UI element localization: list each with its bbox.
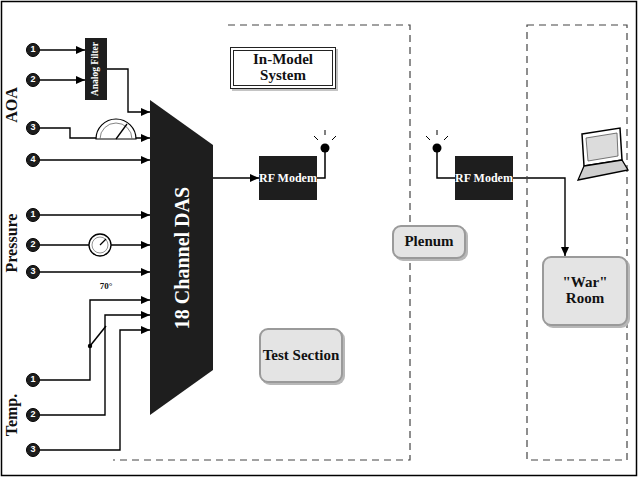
node-text: In-Model System — [234, 52, 332, 84]
callout-number: 3 — [26, 265, 40, 279]
in-model-region — [113, 25, 410, 460]
location-box: Plenum — [392, 225, 466, 259]
node-text: 1 — [30, 210, 35, 219]
war-room-region — [527, 25, 627, 460]
node-text: 3 — [30, 123, 35, 132]
node-text: Plenum — [404, 234, 453, 250]
group-label: AOA — [3, 87, 21, 123]
callout-number: 1 — [26, 208, 40, 222]
signal-arrow — [40, 300, 150, 380]
callout-number: 2 — [26, 73, 40, 87]
node-text: Test Section — [263, 348, 340, 364]
node-text: "War" Room — [544, 275, 626, 307]
signal-arrow — [40, 271, 150, 272]
signal-arrow — [40, 214, 150, 215]
node-text: 1 — [30, 45, 35, 54]
callout-number: 2 — [26, 408, 40, 422]
node-text: RF Modem — [455, 172, 513, 185]
callout-number: 1 — [26, 43, 40, 57]
signal-arrow — [40, 159, 150, 160]
signal-arrow — [213, 177, 259, 178]
node-text: 2 — [30, 240, 35, 249]
callout-number: 3 — [26, 121, 40, 135]
node-text: 1 — [30, 375, 35, 384]
signal-arrow — [513, 178, 565, 256]
modem-box: RF Modem — [259, 156, 317, 200]
signal-arrow — [107, 69, 150, 112]
node-text: 2 — [30, 75, 35, 84]
aoa-gauge — [96, 119, 136, 139]
pressure-gauge — [89, 234, 111, 256]
group-label: Temp. — [3, 394, 21, 437]
temperature-label: 70° — [100, 281, 113, 291]
location-box: "War" Room — [542, 256, 628, 326]
group-label: Pressure — [3, 214, 21, 273]
signal-arrow — [40, 79, 85, 80]
modem-box: RF Modem — [455, 156, 513, 200]
callout-number: 3 — [26, 443, 40, 457]
callout-number: 2 — [26, 238, 40, 252]
laptop-icon — [578, 128, 628, 180]
system-box: In-Model System — [230, 47, 336, 89]
location-box: Test Section — [259, 328, 343, 383]
node-text: 3 — [30, 267, 35, 276]
das-block: 18 Channel DAS — [150, 100, 213, 415]
signal-arrow — [40, 330, 150, 450]
callout-number: 1 — [26, 373, 40, 387]
node-text: 18 Channel DAS — [171, 103, 192, 412]
node-text: 3 — [30, 445, 35, 454]
signal-arrow — [40, 49, 85, 50]
filter-box: Analog Filter — [85, 38, 107, 100]
temperature-switch — [88, 326, 106, 348]
callout-number: 4 — [26, 153, 40, 167]
node-text: RF Modem — [259, 172, 317, 185]
node-text: 2 — [30, 410, 35, 419]
node-text: Analog Filter — [91, 41, 101, 97]
node-text: 4 — [30, 155, 35, 164]
